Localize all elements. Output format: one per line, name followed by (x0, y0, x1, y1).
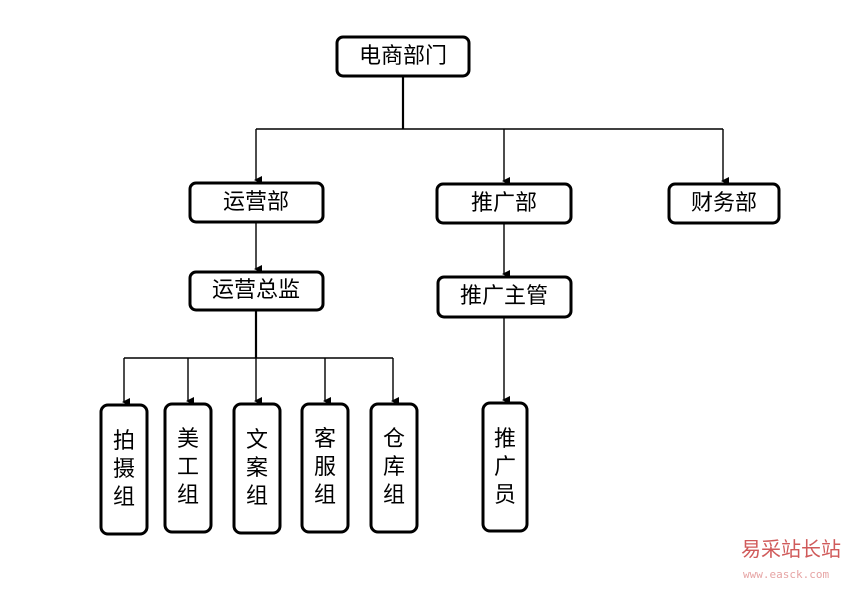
node-operations-label: 运营部 (223, 190, 289, 215)
team-service-char-3: 组 (314, 483, 336, 508)
node-finance-label: 财务部 (691, 191, 757, 216)
node-finance: 财务部 (667, 182, 781, 225)
watermark-name: 易采站长站 (741, 537, 841, 561)
node-promotion-staff: 推 广 员 (481, 401, 529, 533)
promotion-staff-char-3: 员 (494, 483, 516, 508)
node-operations-director: 运营总监 (188, 270, 325, 312)
team-photo-char-3: 组 (113, 485, 135, 510)
node-promotion-label: 推广部 (471, 191, 537, 216)
node-promotion-supervisor: 推广主管 (436, 275, 573, 319)
node-promotion: 推广部 (435, 182, 573, 225)
connectors (122, 76, 729, 406)
node-team-service: 客 服 组 (300, 402, 350, 534)
node-team-warehouse: 仓 库 组 (369, 402, 419, 534)
team-design-char-3: 组 (177, 483, 199, 508)
team-warehouse-char-3: 组 (383, 483, 405, 508)
team-copy-char-1: 文 (246, 428, 268, 453)
team-warehouse-char-2: 库 (383, 455, 405, 480)
node-promotion-supervisor-label: 推广主管 (460, 284, 548, 309)
promotion-staff-char-1: 推 (494, 427, 516, 452)
team-photo-char-2: 摄 (113, 457, 135, 482)
team-warehouse-char-1: 仓 (383, 427, 405, 452)
team-service-char-2: 服 (314, 455, 336, 480)
node-root-label: 电商部门 (359, 44, 447, 69)
node-operations-director-label: 运营总监 (212, 278, 300, 303)
team-photo-char-1: 拍 (113, 429, 135, 454)
node-team-copy: 文 案 组 (232, 402, 282, 535)
node-operations: 运营部 (188, 181, 325, 224)
node-team-design: 美 工 组 (163, 402, 213, 534)
team-copy-char-2: 案 (246, 456, 268, 481)
team-design-char-1: 美 (177, 427, 199, 452)
team-copy-char-3: 组 (246, 484, 268, 509)
watermark: 易采站长站 www.easck.com (741, 537, 841, 581)
node-team-photo: 拍 摄 组 (99, 403, 149, 536)
promotion-staff-char-2: 广 (494, 455, 516, 480)
team-design-char-2: 工 (177, 455, 199, 480)
team-service-char-1: 客 (314, 427, 336, 452)
node-root: 电商部门 (335, 35, 471, 78)
watermark-url: www.easck.com (743, 568, 829, 581)
